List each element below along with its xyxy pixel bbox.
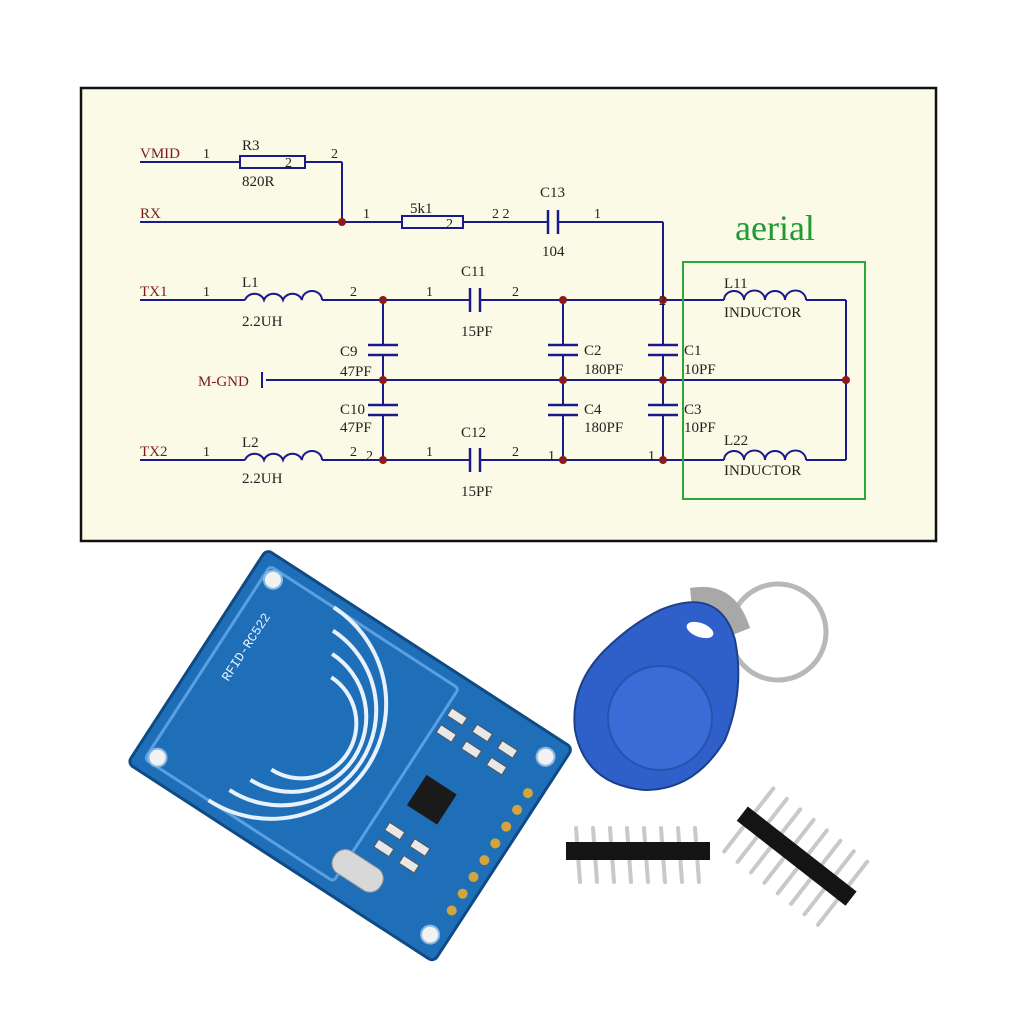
svg-text:2: 2 [366, 449, 373, 464]
svg-text:2: 2 [446, 217, 453, 232]
aerial-box [682, 261, 866, 500]
port-tx1: TX1 [140, 284, 168, 300]
svg-text:2: 2 [331, 147, 338, 162]
rfid-keyfob [573, 581, 829, 792]
inductor-l22 [723, 449, 807, 461]
svg-text:1: 1 [363, 207, 370, 222]
ref-l11: L11 [724, 276, 748, 292]
svg-text:1: 1 [426, 285, 433, 300]
junction-dots [338, 218, 850, 464]
ref-c9: C9 [340, 344, 358, 360]
svg-text:1: 1 [548, 449, 555, 464]
rf-waves-icon [207, 605, 389, 821]
pin-numbers: 1 2 2 1 2 2 2 1 1 2 1 2 2 1 2 2 1 2 1 1 [203, 147, 666, 464]
svg-text:1: 1 [203, 147, 210, 162]
header-plastic [566, 842, 710, 860]
inductor-l2 [244, 450, 323, 463]
svg-text:1: 1 [203, 285, 210, 300]
svg-text:1: 1 [203, 445, 210, 460]
ref-c12: C12 [461, 425, 486, 441]
val-c9: 47PF [340, 364, 372, 380]
ref-l1: L1 [242, 275, 259, 291]
ref-5k1: 5k1 [410, 201, 433, 217]
val-c10: 47PF [340, 420, 372, 436]
inductor-l11 [723, 289, 807, 301]
port-rx: RX [140, 206, 161, 222]
pin-header-straight [566, 826, 710, 884]
keyfob-hole [686, 621, 714, 639]
header-plastic-angled [736, 806, 857, 906]
rc522-board: RFID-RC522 [128, 550, 572, 962]
ref-c13: C13 [540, 185, 565, 201]
svg-text:1: 1 [426, 445, 433, 460]
header-pads [446, 788, 533, 916]
ref-r3: R3 [242, 138, 260, 154]
val-c2: 180PF [584, 362, 623, 378]
port-vmid: VMID [140, 146, 180, 162]
port-tx2: TX2 [140, 444, 168, 460]
schematic-frame [79, 86, 938, 543]
ref-l22: L22 [724, 433, 748, 449]
pin-header-angled [722, 786, 870, 927]
svg-text:2: 2 [285, 156, 292, 171]
svg-text:1: 1 [648, 449, 655, 464]
ref-c3: C3 [684, 402, 702, 418]
smd-components [373, 707, 519, 874]
val-c4: 180PF [584, 420, 623, 436]
val-l2: 2.2UH [242, 471, 283, 487]
ref-c2: C2 [584, 343, 602, 359]
val-l1: 2.2UH [242, 314, 283, 330]
svg-text:2: 2 [350, 445, 357, 460]
ref-c1: C1 [684, 343, 702, 359]
ref-c11: C11 [461, 264, 485, 280]
inductor-coils [244, 289, 807, 463]
ref-c4: C4 [584, 402, 602, 418]
keyfob-face [607, 665, 713, 771]
val-l22: INDUCTOR [724, 463, 801, 479]
svg-text:2: 2 [512, 445, 519, 460]
val-r3: 820R [242, 174, 275, 190]
port-mgnd: M-GND [198, 374, 249, 390]
aerial-label: aerial [735, 208, 815, 248]
crystal [331, 849, 384, 893]
antenna-trace [144, 565, 459, 882]
val-c11: 15PF [461, 324, 493, 340]
val-c12: 15PF [461, 484, 493, 500]
svg-text:1: 1 [594, 207, 601, 222]
capacitor-plates [368, 210, 678, 472]
resistor-5k1 [401, 215, 464, 229]
resistor-r3 [239, 155, 306, 169]
schematic-panel: aerial VMID RX TX1 M-GND TX2 R3 820R 5k1… [79, 86, 938, 543]
rc522-chip [406, 774, 457, 825]
val-c3: 10PF [684, 420, 716, 436]
svg-text:2 2: 2 2 [492, 207, 510, 222]
board-pcb [128, 550, 572, 962]
svg-text:2: 2 [350, 285, 357, 300]
svg-text:2: 2 [659, 294, 666, 309]
ref-c10: C10 [340, 402, 365, 418]
val-l11: INDUCTOR [724, 305, 801, 321]
val-c13: 104 [542, 244, 565, 260]
key-ring [727, 581, 829, 683]
mounting-holes [147, 569, 556, 945]
svg-text:2: 2 [512, 285, 519, 300]
ref-l2: L2 [242, 435, 259, 451]
val-c1: 10PF [684, 362, 716, 378]
inductor-l1 [244, 290, 323, 303]
